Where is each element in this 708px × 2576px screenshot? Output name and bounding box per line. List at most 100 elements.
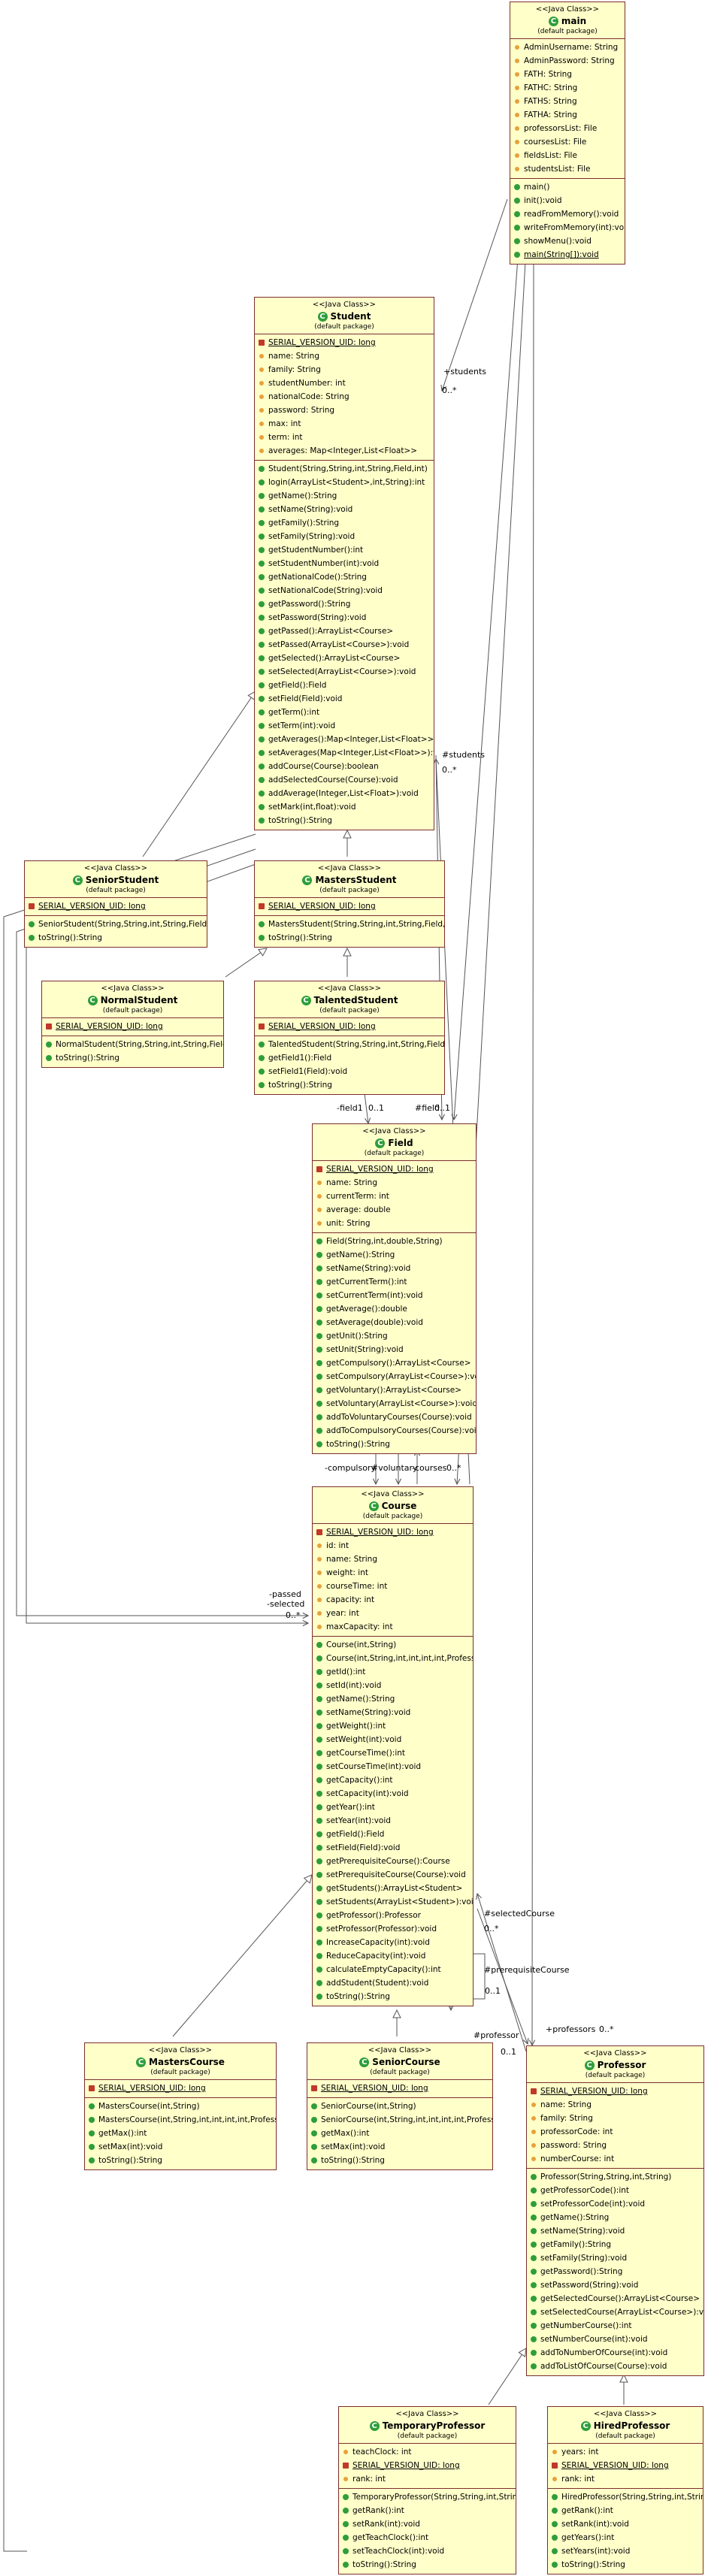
method-row[interactable]: getCurrentTerm():int <box>313 1275 476 1289</box>
method-row[interactable]: getName():String <box>527 2211 703 2224</box>
method-row[interactable]: Field(String,int,double,String) <box>313 1235 476 1248</box>
method-row[interactable]: getProfessor():Professor <box>313 1909 473 1922</box>
field-row[interactable]: fieldsList: File <box>510 149 625 162</box>
method-row[interactable]: getFamily():String <box>527 2238 703 2251</box>
field-row[interactable]: AdminUsername: String <box>510 41 625 54</box>
method-row[interactable]: getWeight():int <box>313 1719 473 1733</box>
field-row[interactable]: SERIAL_VERSION_UID: long <box>255 1020 444 1033</box>
field-row[interactable]: maxCapacity: int <box>313 1620 473 1634</box>
method-row[interactable]: setField1(Field):void <box>255 1065 444 1078</box>
method-row[interactable]: setRank(int):void <box>548 2517 703 2531</box>
method-row[interactable]: Course(int,String,int,int,int,int,Profes… <box>313 1652 473 1665</box>
field-row[interactable]: studentNumber: int <box>255 376 434 390</box>
method-row[interactable]: HiredProfessor(String,String,int,String) <box>548 2490 703 2504</box>
method-row[interactable]: setMark(int,float):void <box>255 800 434 814</box>
method-row[interactable]: getPassword():String <box>527 2265 703 2278</box>
method-row[interactable]: main() <box>510 180 625 194</box>
field-row[interactable]: term: int <box>255 431 434 444</box>
method-row[interactable]: getPassed():ArrayList<Course> <box>255 624 434 638</box>
field-row[interactable]: SERIAL_VERSION_UID: long <box>255 336 434 349</box>
method-row[interactable]: getCompulsory():ArrayList<Course> <box>313 1356 476 1370</box>
field-row[interactable]: SERIAL_VERSION_UID: long <box>313 1163 476 1176</box>
method-row[interactable]: SeniorCourse(int,String) <box>307 2100 492 2113</box>
method-row[interactable]: getCapacity():int <box>313 1773 473 1787</box>
method-row[interactable]: getSelectedCourse():ArrayList<Course> <box>527 2292 703 2305</box>
method-row[interactable]: setYear(int):void <box>313 1814 473 1828</box>
method-row[interactable]: getSelected():ArrayList<Course> <box>255 652 434 665</box>
field-row[interactable]: teachClock: int <box>339 2445 516 2459</box>
method-row[interactable]: setTerm(int):void <box>255 719 434 733</box>
method-row[interactable]: getNumberCourse():int <box>527 2319 703 2333</box>
method-row[interactable]: TalentedStudent(String,String,int,String… <box>255 1038 444 1051</box>
method-row[interactable]: getTeachClock():int <box>339 2531 516 2544</box>
method-row[interactable]: setPrerequisiteCourse(Course):void <box>313 1868 473 1882</box>
method-row[interactable]: setRank(int):void <box>339 2517 516 2531</box>
method-row[interactable]: setSelected(ArrayList<Course>):void <box>255 665 434 679</box>
method-row[interactable]: setWeight(int):void <box>313 1733 473 1746</box>
field-row[interactable]: rank: int <box>548 2472 703 2486</box>
method-row[interactable]: addToListOfCourse(Course):void <box>527 2360 703 2373</box>
method-row[interactable]: getName():String <box>313 1248 476 1262</box>
method-row[interactable]: setAverages(Map<Integer,List<Float>>):vo… <box>255 746 434 760</box>
method-row[interactable]: setName(String):void <box>527 2224 703 2238</box>
field-row[interactable]: professorsList: File <box>510 122 625 135</box>
method-row[interactable]: toString():String <box>255 814 434 827</box>
field-row[interactable]: family: String <box>527 2112 703 2125</box>
field-row[interactable]: SERIAL_VERSION_UID: long <box>255 899 444 913</box>
field-row[interactable]: coursesList: File <box>510 135 625 149</box>
method-row[interactable]: getField():Field <box>255 679 434 692</box>
method-row[interactable]: setMax(int):void <box>307 2140 492 2154</box>
method-row[interactable]: setNumberCourse(int):void <box>527 2333 703 2346</box>
method-row[interactable]: getName():String <box>313 1692 473 1706</box>
field-row[interactable]: currentTerm: int <box>313 1190 476 1203</box>
method-row[interactable]: IncreaseCapacity(int):void <box>313 1936 473 1949</box>
method-row[interactable]: toString():String <box>255 931 444 945</box>
method-row[interactable]: toString():String <box>42 1051 223 1065</box>
method-row[interactable]: toString():String <box>548 2558 703 2571</box>
method-row[interactable]: setPassword(String):void <box>255 611 434 624</box>
field-row[interactable]: SERIAL_VERSION_UID: long <box>307 2082 492 2095</box>
method-row[interactable]: toString():String <box>313 1990 473 2003</box>
method-row[interactable]: setCurrentTerm(int):void <box>313 1289 476 1302</box>
field-row[interactable]: capacity: int <box>313 1593 473 1607</box>
field-row[interactable]: password: String <box>255 404 434 417</box>
method-row[interactable]: setStudents(ArrayList<Student>):void <box>313 1895 473 1909</box>
method-row[interactable]: getPassword():String <box>255 597 434 611</box>
field-row[interactable]: studentsList: File <box>510 162 625 176</box>
method-row[interactable]: Course(int,String) <box>313 1638 473 1652</box>
method-row[interactable]: setSelectedCourse(ArrayList<Course>):voi… <box>527 2305 703 2319</box>
method-row[interactable]: setFamily(String):void <box>527 2251 703 2265</box>
method-row[interactable]: setCourseTime(int):void <box>313 1760 473 1773</box>
method-row[interactable]: getStudentNumber():int <box>255 543 434 557</box>
method-row[interactable]: toString():String <box>339 2558 516 2571</box>
method-row[interactable]: writeFromMemory(int):void <box>510 221 625 234</box>
method-row[interactable]: setName(String):void <box>255 503 434 516</box>
field-row[interactable]: name: String <box>313 1553 473 1566</box>
method-row[interactable]: TemporaryProfessor(String,String,int,Str… <box>339 2490 516 2504</box>
method-row[interactable]: getAverage():double <box>313 1302 476 1316</box>
method-row[interactable]: login(ArrayList<Student>,int,String):int <box>255 476 434 489</box>
method-row[interactable]: getUnit():String <box>313 1329 476 1343</box>
field-row[interactable]: year: int <box>313 1607 473 1620</box>
method-row[interactable]: addCourse(Course):boolean <box>255 760 434 773</box>
method-row[interactable]: setTeachClock(int):void <box>339 2544 516 2558</box>
method-row[interactable]: setPassword(String):void <box>527 2278 703 2292</box>
field-row[interactable]: SERIAL_VERSION_UID: long <box>548 2459 703 2472</box>
method-row[interactable]: ReduceCapacity(int):void <box>313 1949 473 1963</box>
method-row[interactable]: addAverage(Integer,List<Float>):void <box>255 787 434 800</box>
method-row[interactable]: setNationalCode(String):void <box>255 584 434 597</box>
field-row[interactable]: courseTime: int <box>313 1580 473 1593</box>
field-row[interactable]: max: int <box>255 417 434 431</box>
method-row[interactable]: setField(Field):void <box>255 692 434 706</box>
method-row[interactable]: getId():int <box>313 1665 473 1679</box>
field-row[interactable]: name: String <box>313 1176 476 1190</box>
field-row[interactable]: FATHA: String <box>510 108 625 122</box>
